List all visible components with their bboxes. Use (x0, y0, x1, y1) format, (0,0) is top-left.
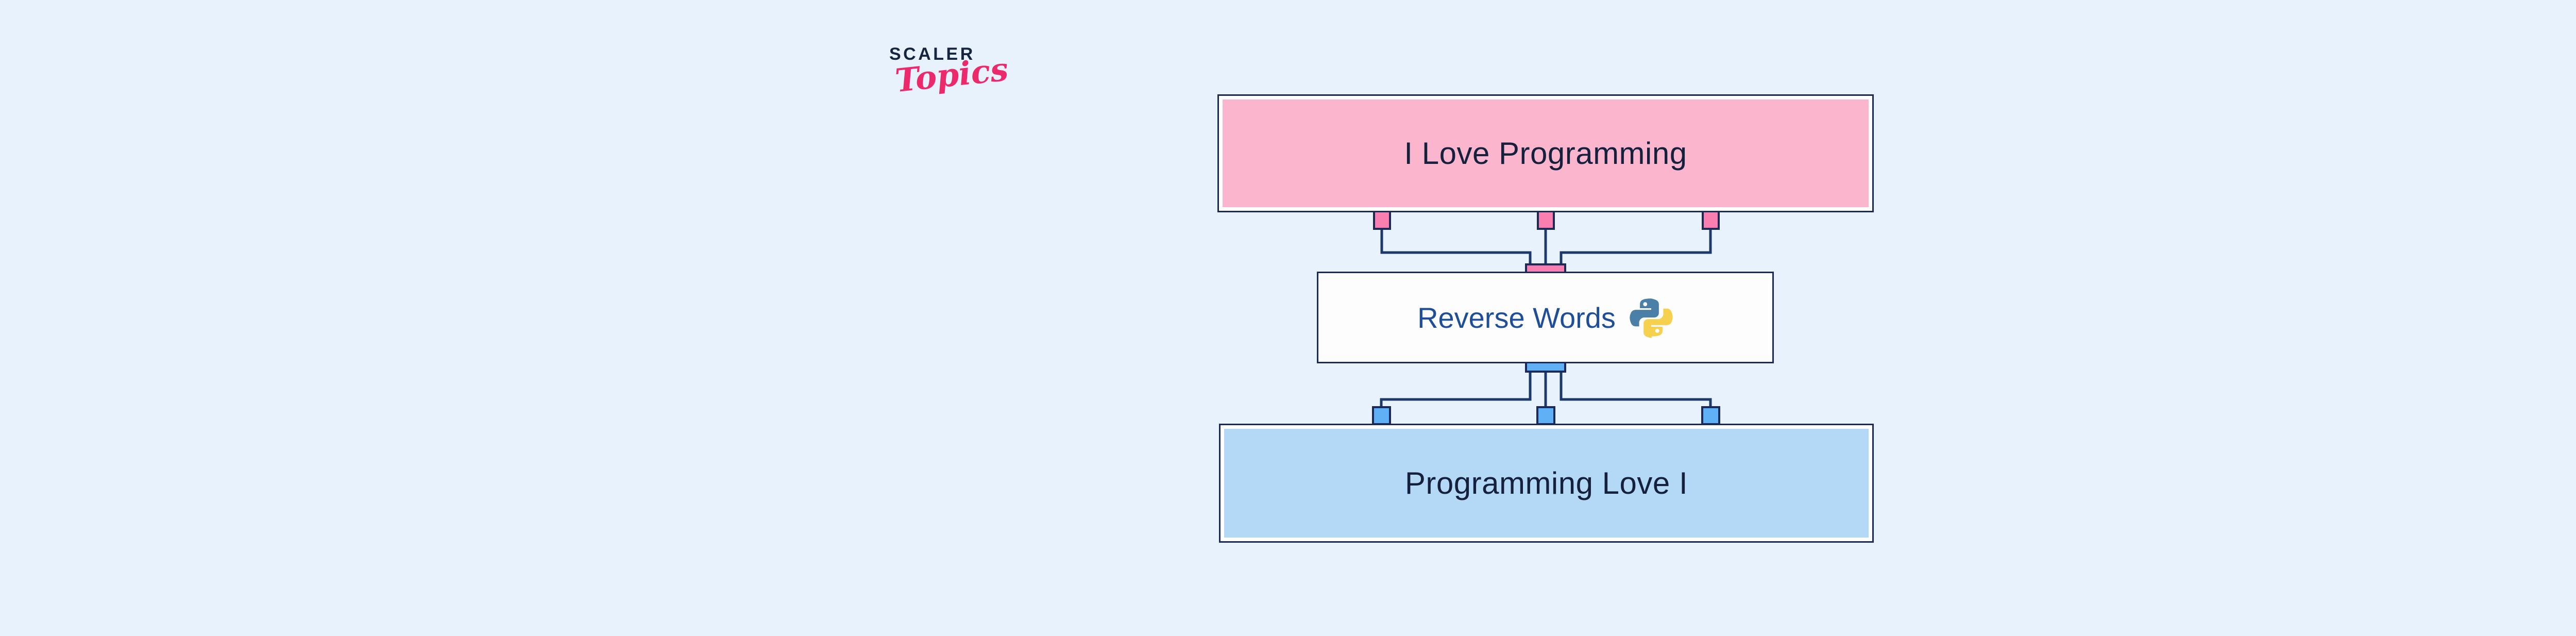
node-reverse-words: Reverse Words (1317, 272, 1774, 363)
python-logo-icon (1630, 298, 1673, 338)
node-process-fill: Reverse Words (1320, 275, 1771, 360)
node-output-fill: Programming Love I (1224, 429, 1869, 538)
node-input-label: I Love Programming (1404, 136, 1687, 171)
node-input-string: I Love Programming (1217, 94, 1874, 212)
connector-tab-blue-left (1372, 406, 1391, 425)
node-process-label: Reverse Words (1417, 301, 1616, 334)
connector-tab-pink-left (1373, 209, 1391, 230)
logo-scaler-text: SCALER (889, 44, 975, 64)
node-output-string: Programming Love I (1219, 424, 1874, 543)
node-output-label: Programming Love I (1404, 466, 1688, 500)
connector-tab-blue-right (1701, 406, 1720, 425)
connector-tab-blue-center (1536, 406, 1555, 425)
connector-tab-pink-center (1537, 209, 1555, 230)
connector-process-to-output (1372, 355, 1720, 425)
scaler-topics-logo: SCALER Topics (887, 45, 1042, 133)
connector-tab-pink-right (1702, 209, 1720, 230)
node-input-fill: I Love Programming (1223, 99, 1869, 207)
